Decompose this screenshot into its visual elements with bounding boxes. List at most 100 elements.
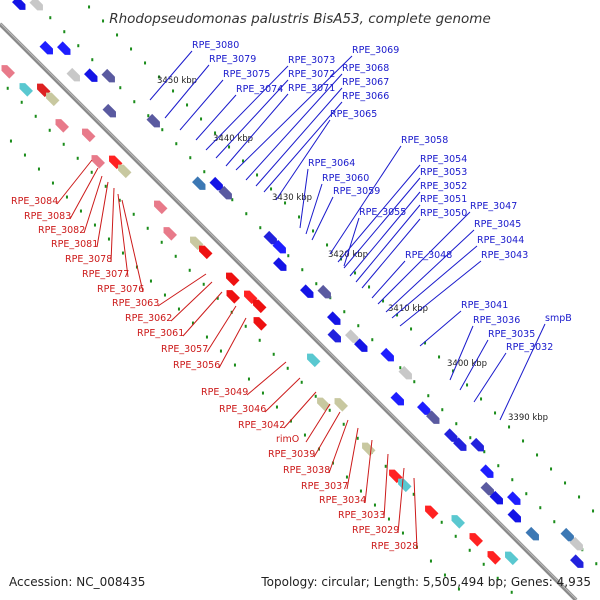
- gene-label-rimo[interactable]: rimO: [276, 434, 299, 445]
- forward-gene-block: [507, 508, 521, 523]
- forward-leader-line: [195, 94, 237, 141]
- gene-label-rpe-3055[interactable]: RPE_3055: [359, 207, 406, 218]
- forward-gene-block: [345, 329, 359, 343]
- gene-label-rpe-3054[interactable]: RPE_3054: [420, 154, 467, 165]
- forward-leader-line: [391, 245, 478, 319]
- gene-label-rpe-3049[interactable]: RPE_3049: [201, 387, 248, 398]
- gene-label-rpe-3063[interactable]: RPE_3063: [112, 298, 159, 309]
- gene-label-rpe-3077[interactable]: RPE_3077: [82, 269, 129, 280]
- gene-label-rpe-3069[interactable]: RPE_3069: [352, 45, 399, 56]
- tick-label-3420: 3420 kbp: [328, 250, 368, 260]
- forward-leader-line: [225, 93, 289, 167]
- gene-label-rpe-3074[interactable]: RPE_3074: [236, 84, 283, 95]
- gene-label-rpe-3060[interactable]: RPE_3060: [322, 173, 369, 184]
- gene-label-rpe-3044[interactable]: RPE_3044: [477, 235, 524, 246]
- tick-track: [6, 2, 598, 594]
- gene-label-rpe-3072[interactable]: RPE_3072: [288, 69, 335, 80]
- gene-label-rpe-3058[interactable]: RPE_3058: [401, 135, 448, 146]
- gene-label-rpe-3050[interactable]: RPE_3050: [420, 208, 467, 219]
- gene-label-rpe-3076[interactable]: RPE_3076: [97, 284, 144, 295]
- reverse-leader-line: [305, 403, 331, 443]
- gene-label-rpe-3034[interactable]: RPE_3034: [319, 495, 366, 506]
- gene-label-rpe-3045[interactable]: RPE_3045: [474, 219, 521, 230]
- gene-label-rpe-3042[interactable]: RPE_3042: [238, 420, 285, 431]
- gene-label-rpe-3080[interactable]: RPE_3080: [192, 40, 239, 51]
- gene-label-rpe-3041[interactable]: RPE_3041: [461, 300, 508, 311]
- gene-label-rpe-3065[interactable]: RPE_3065: [330, 109, 377, 120]
- gene-track: [1, 0, 584, 568]
- gene-label-rpe-3048[interactable]: RPE_3048: [405, 250, 452, 261]
- tick-dot: [214, 131, 217, 135]
- tick-dot: [63, 30, 66, 34]
- gene-label-rpe-3071[interactable]: RPE_3071: [288, 83, 335, 94]
- gene-label-rpe-3038[interactable]: RPE_3038: [283, 465, 330, 476]
- gene-label-rpe-3084[interactable]: RPE_3084: [11, 196, 58, 207]
- gene-label-rpe-3047[interactable]: RPE_3047: [470, 201, 517, 212]
- gene-label-rpe-3059[interactable]: RPE_3059: [333, 186, 380, 197]
- gene-label-rpe-3037[interactable]: RPE_3037: [301, 481, 348, 492]
- gene-label-rpe-3073[interactable]: RPE_3073: [288, 55, 335, 66]
- gene-label-rpe-3046[interactable]: RPE_3046: [219, 404, 266, 415]
- gene-label-rpe-3052[interactable]: RPE_3052: [420, 181, 467, 192]
- forward-gene-arrow: [390, 391, 404, 406]
- forward-gene-block: [327, 328, 341, 343]
- tick-dot: [245, 212, 248, 216]
- forward-gene-block: [29, 0, 43, 11]
- tick-dot: [359, 489, 362, 493]
- forward-gene-arrow: [263, 230, 277, 245]
- forward-gene-arrow: [102, 103, 116, 118]
- forward-leader-line: [399, 260, 482, 327]
- gene-label-smpb[interactable]: smpB: [545, 313, 572, 324]
- reverse-gene-block: [82, 128, 96, 143]
- gene-label-rpe-3082[interactable]: RPE_3082: [38, 225, 85, 236]
- tick-dot: [144, 61, 147, 65]
- reverse-gene-arrow: [199, 245, 213, 260]
- gene-label-rpe-3067[interactable]: RPE_3067: [342, 77, 389, 88]
- tick-dot: [452, 369, 455, 373]
- gene-label-rpe-3033[interactable]: RPE_3033: [338, 510, 385, 521]
- gene-label-rpe-3057[interactable]: RPE_3057: [161, 344, 208, 355]
- reverse-gene-arrow: [226, 272, 240, 287]
- gene-label-rpe-3064[interactable]: RPE_3064: [308, 158, 355, 169]
- gene-label-rpe-3053[interactable]: RPE_3053: [420, 167, 467, 178]
- reverse-gene-block: [253, 299, 267, 314]
- gene-label-rpe-3043[interactable]: RPE_3043: [481, 250, 528, 261]
- gene-label-rpe-3035[interactable]: RPE_3035: [488, 329, 535, 340]
- gene-label-rpe-3081[interactable]: RPE_3081: [51, 239, 98, 250]
- tick-dot: [146, 226, 149, 230]
- forward-gene-arrow: [66, 67, 80, 82]
- gene-label-rpe-3078[interactable]: RPE_3078: [65, 254, 112, 265]
- forward-gene-block: [209, 176, 223, 191]
- gene-label-rpe-3028[interactable]: RPE_3028: [371, 541, 418, 552]
- gene-label-rpe-3036[interactable]: RPE_3036: [473, 315, 520, 326]
- tick-dot: [205, 335, 208, 339]
- gene-label-rpe-3051[interactable]: RPE_3051: [420, 194, 467, 205]
- gene-label-rpe-3075[interactable]: RPE_3075: [223, 69, 270, 80]
- gene-label-rpe-3079[interactable]: RPE_3079: [209, 54, 256, 65]
- gene-label-rpe-3056[interactable]: RPE_3056: [173, 360, 220, 371]
- tick-dot: [384, 464, 387, 468]
- gene-label-rpe-3039[interactable]: RPE_3039: [268, 449, 315, 460]
- tick-dot: [259, 226, 262, 230]
- gene-label-rpe-3061[interactable]: RPE_3061: [137, 328, 184, 339]
- forward-gene-arrow: [192, 176, 206, 190]
- gene-label-rpe-3032[interactable]: RPE_3032: [506, 342, 553, 353]
- gene-label-rpe-3083[interactable]: RPE_3083: [24, 211, 71, 222]
- forward-leader-line: [275, 119, 331, 201]
- tick-dot: [438, 355, 441, 359]
- forward-gene-block: [263, 230, 277, 245]
- reverse-gene-block: [46, 92, 60, 107]
- gene-label-rpe-3029[interactable]: RPE_3029: [352, 525, 399, 536]
- forward-leader-line: [235, 55, 353, 171]
- gene-label-rpe-3066[interactable]: RPE_3066: [342, 91, 389, 102]
- forward-gene-arrow: [444, 428, 458, 442]
- gene-label-rpe-3068[interactable]: RPE_3068: [342, 63, 389, 74]
- forward-gene-arrow: [426, 410, 440, 424]
- forward-gene-block: [102, 103, 116, 118]
- gene-label-rpe-3062[interactable]: RPE_3062: [125, 313, 172, 324]
- reverse-leader-line: [218, 317, 247, 369]
- reverse-gene-arrow: [91, 155, 105, 169]
- tick-dot: [429, 559, 432, 563]
- forward-gene-block: [426, 410, 440, 424]
- reverse-leader-line: [313, 411, 341, 458]
